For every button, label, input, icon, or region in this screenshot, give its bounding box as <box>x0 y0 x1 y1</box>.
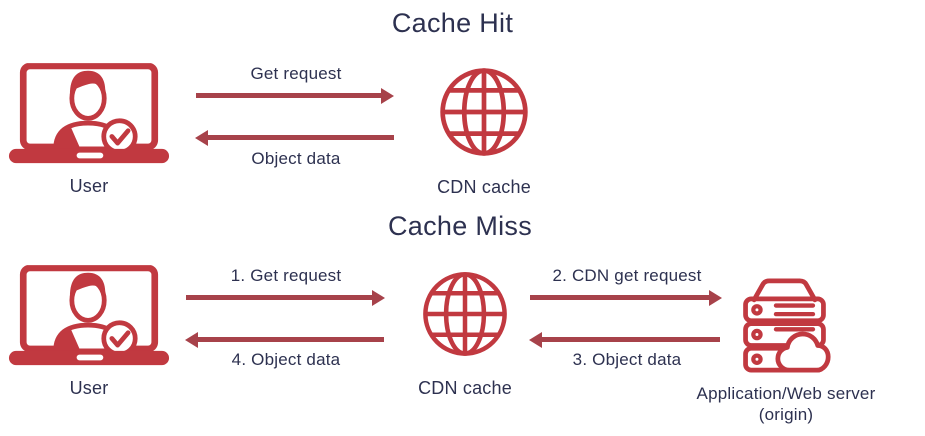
arrow-3-object-data <box>529 331 720 348</box>
flow-label-get-request: Get request <box>250 64 342 83</box>
arrow-1-get-request <box>186 289 385 306</box>
flow-label-3-object-data: 3. Object data <box>572 350 682 369</box>
origin-server-label: Application/Web server (origin) <box>686 383 886 425</box>
cdn-cache-label: CDN cache <box>418 378 512 398</box>
server-cloud-icon <box>737 277 832 374</box>
section-title-cache-hit: Cache Hit <box>391 8 514 38</box>
user-label: User <box>69 176 109 196</box>
flow-label-4-object-data: 4. Object data <box>231 350 341 369</box>
flow-label-object-data: Object data <box>251 149 341 168</box>
arrow-4-object-data <box>185 331 384 348</box>
arrow-2-cdn-get-request <box>530 289 722 306</box>
cdn-cache-label: CDN cache <box>437 177 531 197</box>
origin-server-label-line1: Application/Web server <box>696 384 876 403</box>
arrow-get-request <box>196 87 394 104</box>
globe-icon <box>420 269 510 359</box>
globe-icon <box>437 65 531 159</box>
origin-server-label-line2: (origin) <box>758 405 814 424</box>
laptop-user-icon <box>8 63 170 168</box>
arrow-object-data <box>195 129 394 146</box>
section-title-cache-miss: Cache Miss <box>387 211 533 241</box>
flow-label-2-cdn-get-request: 2. CDN get request <box>552 266 702 285</box>
flow-label-1-get-request: 1. Get request <box>230 266 342 285</box>
laptop-user-icon <box>8 265 170 370</box>
user-label: User <box>69 378 109 398</box>
